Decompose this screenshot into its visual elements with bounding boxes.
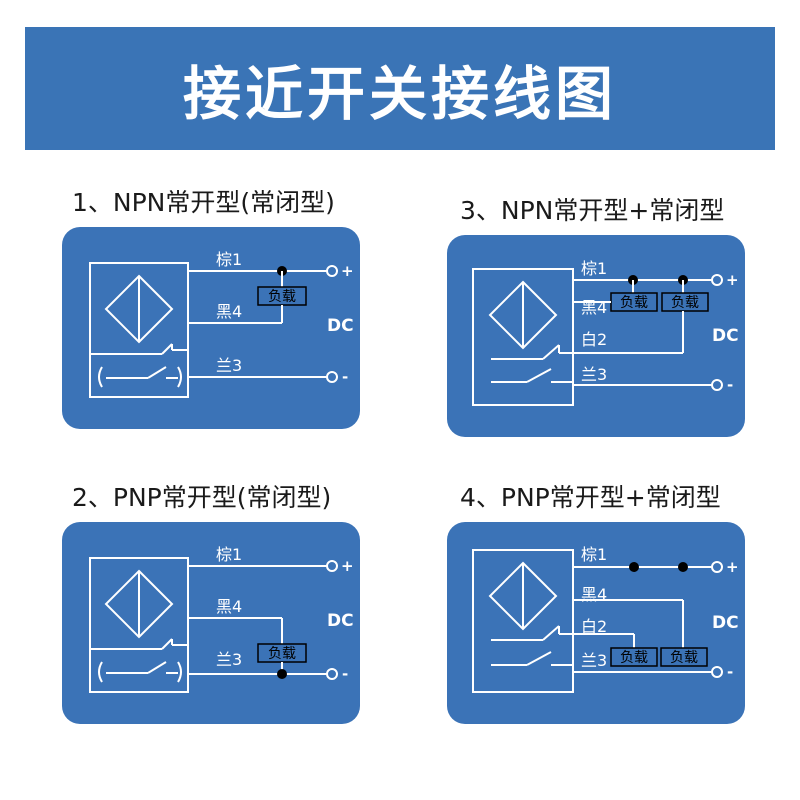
wire-label-white: 白2	[581, 617, 607, 636]
minus-sign: -	[342, 368, 348, 386]
terminal-minus	[711, 666, 723, 678]
wire-label-brown: 棕1	[581, 259, 607, 278]
wire-label-blue: 兰3	[581, 365, 607, 384]
terminal-minus	[326, 668, 338, 680]
plus-sign: +	[341, 557, 354, 575]
load-label: 负载	[268, 289, 296, 305]
plus-sign: +	[341, 262, 354, 280]
wire-label-white: 白2	[581, 330, 607, 349]
load-label-2: 负载	[670, 650, 698, 666]
dc-label: DC	[712, 613, 739, 633]
panel-bg	[447, 235, 745, 437]
diagram-3-npn-no-plus-nc: 负载 负载 + - DC 棕1 黑4 白2 兰3	[447, 235, 745, 437]
page-title: 接近开关接线图	[182, 59, 617, 128]
diagram-1-heading: 1、NPN常开型(常闭型)	[72, 188, 335, 217]
diagram-4-pnp-no-plus-nc: 负载 负载 + - DC 棕1 黑4 白2 兰3	[447, 522, 745, 724]
wire-label-blue: 兰3	[216, 356, 242, 375]
diagram-3-heading: 3、NPN常开型+常闭型	[460, 196, 725, 225]
sensor-body	[472, 268, 574, 406]
terminal-plus	[711, 561, 723, 573]
sensor-body	[89, 262, 189, 398]
wire-label-blue: 兰3	[216, 650, 242, 669]
wire-label-blue: 兰3	[581, 651, 607, 670]
panel-bg	[62, 522, 360, 724]
diagram-2-heading: 2、PNP常开型(常闭型)	[72, 483, 332, 512]
sensor-body	[472, 549, 574, 693]
no-switch-blade	[526, 368, 552, 383]
nc-bracket-left	[98, 366, 103, 388]
wire-label-brown: 棕1	[216, 545, 242, 564]
wire-label-brown: 棕1	[581, 545, 607, 564]
terminal-minus	[326, 371, 338, 383]
minus-sign: -	[727, 663, 733, 681]
terminal-minus	[711, 379, 723, 391]
junction-dot	[678, 562, 688, 572]
nc-switch-blade	[147, 366, 167, 379]
minus-sign: -	[342, 665, 348, 683]
wire-label-brown: 棕1	[216, 250, 242, 269]
junction-dot	[277, 669, 287, 679]
plus-sign: +	[726, 271, 739, 289]
load-label-2: 负载	[671, 295, 699, 311]
load-box	[610, 647, 658, 667]
junction-dot	[629, 562, 639, 572]
dc-label: DC	[327, 316, 354, 336]
diagram-4-heading: 4、PNP常开型+常闭型	[460, 483, 721, 512]
load-box-2	[661, 292, 709, 312]
load-box-2	[660, 647, 708, 667]
terminal-plus	[326, 560, 338, 572]
diagram-1-npn-no-nc: 负载 + - DC 棕1 黑4 兰3	[62, 227, 360, 429]
load-label: 负载	[268, 646, 296, 662]
no-switch-blade	[526, 651, 552, 666]
nc-bracket-right	[177, 661, 182, 683]
minus-sign: -	[727, 376, 733, 394]
wire-label-black: 黑4	[216, 302, 242, 321]
wire-label-black: 黑4	[581, 298, 607, 317]
load-label: 负载	[620, 650, 648, 666]
nc-switch-blade	[542, 344, 560, 360]
terminal-plus	[326, 265, 338, 277]
plus-sign: +	[726, 558, 739, 576]
terminal-plus	[711, 274, 723, 286]
wire-label-black: 黑4	[581, 585, 607, 604]
dc-label: DC	[712, 326, 739, 346]
diagram-2-pnp-no-nc: 负载 + - DC 棕1 黑4 兰3	[62, 522, 360, 724]
nc-switch-blade	[542, 625, 560, 641]
nc-bracket-right	[177, 366, 182, 388]
nc-bracket-left	[98, 661, 103, 683]
title-banner: 接近开关接线图	[25, 27, 775, 150]
panel-bg	[447, 522, 745, 724]
nc-switch-blade	[147, 661, 167, 674]
load-label: 负载	[620, 295, 648, 311]
dc-label: DC	[327, 611, 354, 631]
panel-bg	[62, 227, 360, 429]
sensor-body	[89, 557, 189, 693]
wire-label-black: 黑4	[216, 597, 242, 616]
